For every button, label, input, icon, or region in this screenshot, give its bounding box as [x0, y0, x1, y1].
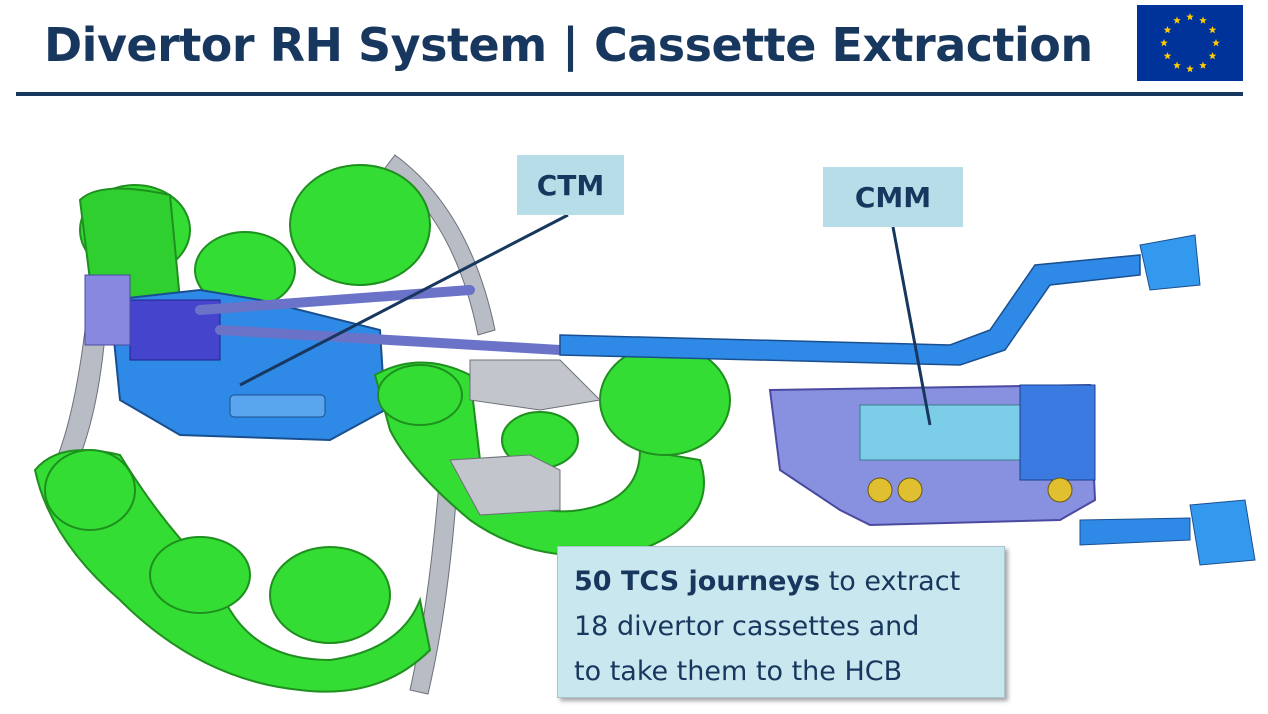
journeys-note: 50 TCS journeys to extract 18 divertor c…	[557, 546, 1005, 698]
eu-star-icon	[1163, 26, 1172, 34]
note-bold: 50 TCS journeys	[574, 566, 821, 597]
cassette-support-frame	[449, 454, 561, 516]
divertor-cassettes-middle	[373, 344, 731, 557]
eu-star-icon	[1163, 52, 1172, 60]
eu-star-icon	[1199, 16, 1207, 24]
cmm-leader-line	[891, 226, 932, 426]
eu-flag-icon	[1137, 5, 1243, 81]
title-underline	[16, 92, 1243, 96]
note-line-1: 50 TCS journeys to extract	[574, 559, 990, 604]
cmm-rollers	[867, 477, 1073, 503]
page-title: Divertor RH System | Cassette Extraction	[44, 18, 1093, 72]
eu-star-icon	[1199, 61, 1207, 69]
ctm-leader-line	[239, 213, 569, 387]
cmm-label: CMM	[823, 167, 963, 227]
cmm-arm	[859, 404, 1021, 461]
cassette-support-frame-2	[469, 359, 602, 411]
eu-star-icon	[1208, 26, 1217, 34]
ctm-slot	[229, 394, 326, 418]
eu-star-icon	[1173, 61, 1181, 69]
eu-star-icon	[1186, 65, 1194, 73]
ctm-frame	[84, 274, 131, 346]
end-effector-upper	[1139, 234, 1201, 291]
eu-star-icon	[1160, 39, 1168, 47]
note-line-2: 18 divertor cassettes and	[574, 611, 920, 642]
eu-star-icon	[1212, 39, 1220, 47]
eu-star-icon	[1186, 13, 1194, 21]
cmm-motor-housing	[1019, 384, 1096, 481]
ctm-label: CTM	[517, 155, 624, 215]
eu-star-icon	[1208, 52, 1217, 60]
cmm-boom-upper	[559, 254, 1141, 366]
toroidal-coils-upper	[78, 164, 431, 309]
end-effector-lower	[1189, 499, 1256, 566]
transfer-rods	[195, 285, 565, 355]
note-line-3: to take them to the HCB	[574, 656, 903, 687]
eu-star-icon	[1173, 16, 1181, 24]
toroidal-coils-lower	[33, 449, 432, 693]
note-text-1: to extract	[820, 566, 961, 597]
cmm-boom-lower	[1079, 517, 1191, 546]
